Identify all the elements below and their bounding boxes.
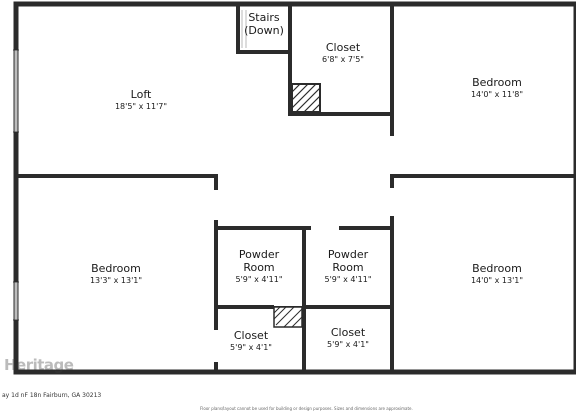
stairs-label: Stairs (Down) [244,11,284,37]
room-name: Loft [130,88,152,101]
room-name-line2: Room [332,261,364,275]
watermark-logo: Heritage [4,356,74,374]
room-name: Closet [330,326,366,339]
door-gaps [213,136,395,362]
stairs-line1: Stairs [248,11,280,24]
room-closet-bottom-2-label: Closet 5'9" x 4'1" [327,326,369,350]
room-bedroom-left-label: Bedroom 13'3" x 13'1" [90,262,142,286]
room-name-line2: Room [243,261,275,275]
room-dims: 13'3" x 13'1" [89,276,143,286]
footer-disclaimer: Floor plans/layout cannot be used for bu… [200,406,413,411]
room-name: Closet [233,329,269,342]
room-dims: 5'9" x 4'11" [235,275,283,285]
room-loft-label: Loft 18'5" x 11'7" [115,88,167,112]
room-dims: 14'0" x 11'8" [470,90,524,100]
room-powder-1-label: Powder Room 5'9" x 4'11" [235,248,282,285]
room-name: Bedroom [91,262,141,275]
room-dims: 6'8" x 7'5" [322,55,364,65]
stair-treads [241,10,247,48]
room-bedroom-bottom-right-label: Bedroom 14'0" x 13'1" [471,262,523,286]
chase-hatch-top [291,83,321,113]
room-dims: 5'9" x 4'1" [327,340,369,350]
room-name: Bedroom [472,262,522,275]
window-frames [13,49,19,321]
room-closet-top-label: Closet 6'8" x 7'5" [322,41,364,65]
room-bedroom-top-right-label: Bedroom 14'0" x 11'8" [471,76,523,100]
room-name: Closet [325,41,361,54]
room-powder-2-label: Powder Room 5'9" x 4'11" [324,248,371,285]
room-name-line1: Powder [327,248,369,261]
room-name-line1: Powder [238,248,280,261]
footer-address: ay 1d nF 18n Fairburn, GA 30213 [2,392,102,399]
chase-hatch-bottom [273,306,303,328]
room-dims: 5'9" x 4'1" [230,343,272,353]
room-name: Bedroom [472,76,522,89]
room-dims: 18'5" x 11'7" [114,102,168,112]
room-dims: 5'9" x 4'11" [324,275,372,285]
room-closet-bottom-1-label: Closet 5'9" x 4'1" [230,329,272,353]
room-dims: 14'0" x 13'1" [470,276,524,286]
stairs-line2: (Down) [244,23,284,37]
